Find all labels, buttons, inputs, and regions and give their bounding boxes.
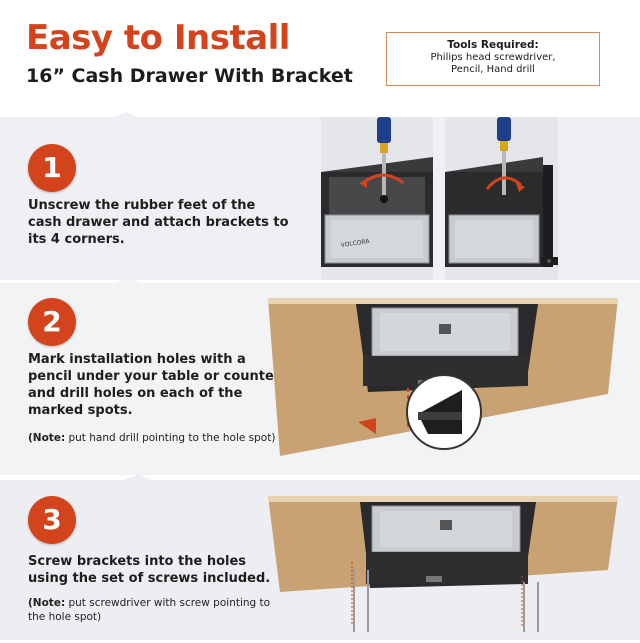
step-3-number: 3: [28, 496, 76, 544]
step-2-illustration: [268, 294, 618, 466]
screw-installation-diagram: [268, 496, 618, 632]
step-1-number: 1: [28, 144, 76, 192]
band-notch: [108, 112, 144, 120]
step-3-illustration: [268, 492, 618, 638]
band-notch: [120, 474, 156, 482]
step-1-photo-right: [445, 117, 558, 280]
page-subtitle: 16” Cash Drawer With Bracket: [26, 65, 353, 87]
step-3-text: Screw brackets into the holes using the …: [28, 554, 271, 586]
tools-line-1: Philips head screwdriver,: [430, 52, 556, 63]
drawer-brand-label: VOLCORA: [340, 238, 371, 249]
tools-title: Tools Required:: [447, 39, 539, 51]
tools-required-box: Tools Required: Philips head screwdriver…: [386, 32, 600, 86]
cash-drawer-screwdriver-illustration: VOLCORA: [321, 117, 433, 280]
under-counter-drill-diagram: [268, 298, 618, 456]
step-3-note-text: put screwdriver with screw pointing to t…: [28, 597, 271, 623]
step-1-photo-left: VOLCORA: [321, 117, 433, 280]
step-2-text: Mark installation holes with a pencil un…: [28, 352, 284, 418]
page-title: Easy to Install: [26, 18, 290, 58]
tools-line-2: Pencil, Hand drill: [451, 64, 535, 75]
step-2-note-text: put hand drill pointing to the hole spot…: [65, 432, 276, 444]
step-2-note: (Note: put hand drill pointing to the ho…: [28, 431, 290, 445]
band-notch: [110, 278, 146, 285]
step-2-note-label: (Note:: [28, 432, 66, 444]
step-1-text: Unscrew the rubber feet of the cash draw…: [28, 198, 289, 247]
step-2-number: 2: [28, 298, 76, 346]
step-3-note-label: (Note:: [28, 597, 66, 609]
screw-icon: [351, 562, 539, 632]
bracket-attach-illustration: [445, 117, 558, 280]
step-3-note: (Note: put screwdriver with screw pointi…: [28, 596, 290, 624]
